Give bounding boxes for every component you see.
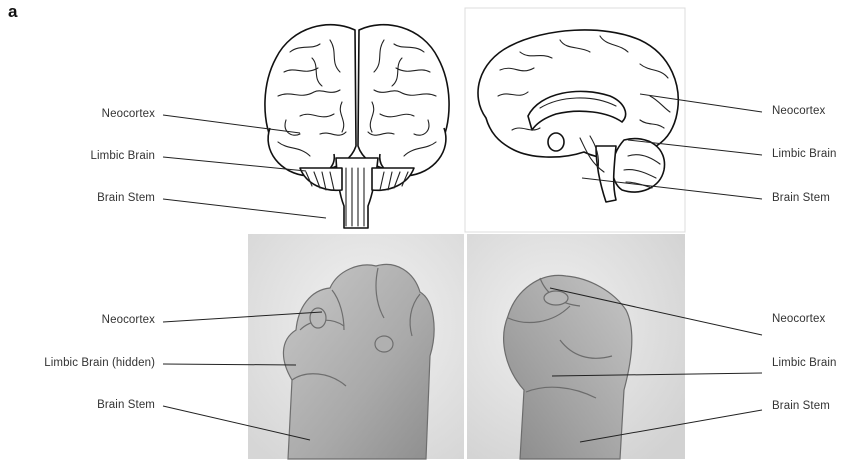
- label-brainstem-sagittal: Brain Stem: [772, 192, 830, 204]
- label-neocortex-right-fist: Neocortex: [772, 313, 825, 325]
- label-neocortex-front: Neocortex: [102, 108, 155, 120]
- label-brainstem-right-fist: Brain Stem: [772, 400, 830, 412]
- label-limbic-right-fist: Limbic Brain: [772, 357, 836, 369]
- label-neocortex-sagittal: Neocortex: [772, 105, 825, 117]
- label-brainstem-left-fist: Brain Stem: [97, 399, 155, 411]
- label-limbic-sagittal: Limbic Brain: [772, 148, 836, 160]
- right-fist: [504, 275, 632, 459]
- label-neocortex-left-fist: Neocortex: [102, 314, 155, 326]
- front-brain-drawing: [265, 25, 449, 228]
- label-limbic-front: Limbic Brain: [91, 150, 155, 162]
- label-limbic-hidden-left-fist: Limbic Brain (hidden): [44, 357, 155, 369]
- label-brainstem-front: Brain Stem: [97, 192, 155, 204]
